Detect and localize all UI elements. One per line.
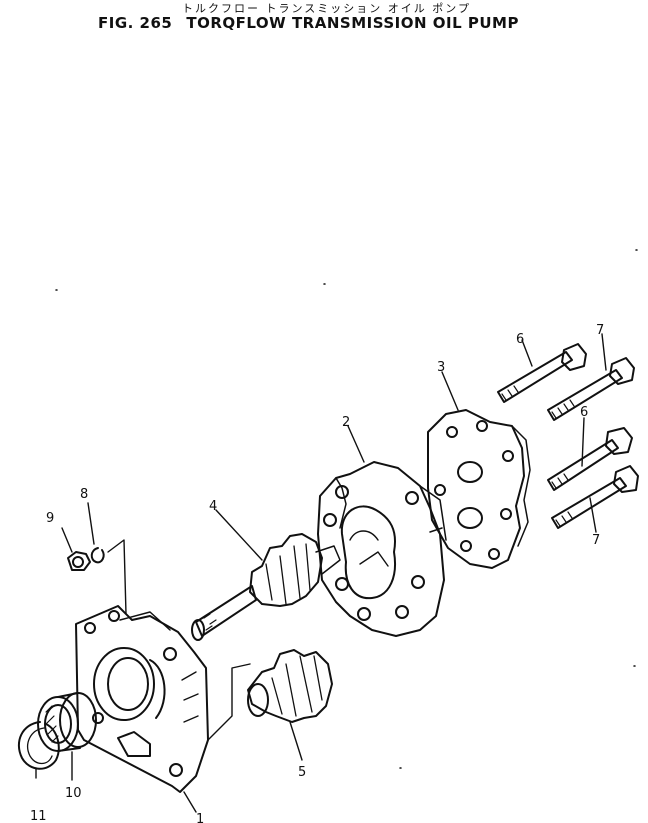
bolt-part-upper <box>497 339 587 403</box>
gear-case-part <box>317 425 447 637</box>
callout-label-4: 4 <box>209 499 217 514</box>
drive-gear-shaft-part <box>191 509 341 641</box>
callout-label-5: 5 <box>298 765 306 780</box>
callout-label-6a: 6 <box>516 332 524 347</box>
callout-label-10: 10 <box>65 786 82 801</box>
bolt-part-lower-long <box>551 465 639 533</box>
callout-label-8: 8 <box>80 487 88 502</box>
callout-label-7a: 7 <box>596 323 604 338</box>
callout-label-9: 9 <box>46 511 54 526</box>
snap-ring-part <box>17 721 60 779</box>
callout-label-11: 11 <box>30 809 47 823</box>
bolt-part-lower <box>547 417 633 491</box>
scan-specks <box>55 249 638 769</box>
callout-label-3: 3 <box>437 360 445 375</box>
callout-label-7b: 7 <box>592 533 600 548</box>
pump-body-part <box>75 605 251 813</box>
japanese-title: トルクフロー トランスミッション オイル ポンプ <box>182 2 471 15</box>
callout-label-6b: 6 <box>580 405 588 420</box>
driven-gear-part <box>247 649 333 761</box>
bolt-part-upper-long <box>547 333 635 421</box>
callout-label-2: 2 <box>342 415 350 430</box>
figure-title: TORQFLOW TRANSMISSION OIL PUMP <box>186 14 519 32</box>
nut-part <box>61 527 91 571</box>
figure-title-line: FIG. 265 TORQFLOW TRANSMISSION OIL PUMP <box>98 14 533 32</box>
cover-part <box>427 371 531 569</box>
washer-part <box>87 502 127 615</box>
figure-number: FIG. 265 <box>98 14 173 32</box>
callout-label-1: 1 <box>196 812 204 823</box>
